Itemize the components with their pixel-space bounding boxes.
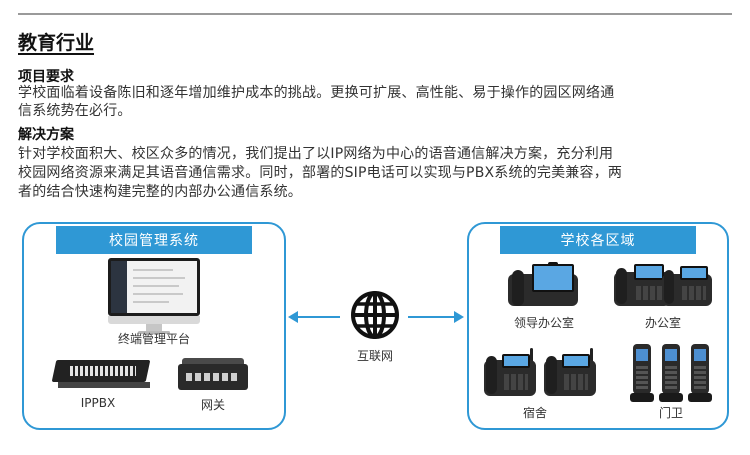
cordless-phone-icon <box>630 344 712 404</box>
campus-management-title: 校园管理系统 <box>56 226 252 254</box>
gateway-label: 网关 <box>200 398 225 412</box>
arrow-left-head-icon <box>288 311 298 323</box>
requirements-line-2: 信系统势在必行。 <box>18 103 132 119</box>
gate-label: 门卫 <box>658 406 683 420</box>
office-phone-icon <box>614 260 712 308</box>
dorm-phone-icon <box>484 348 596 398</box>
solution-line-1: 针对学校面积大、校区众多的情况，我们提出了以IP网络为中心的语音通信解决方案，充… <box>18 146 614 162</box>
requirements-heading: 项目要求 <box>18 69 74 85</box>
top-divider <box>18 13 732 15</box>
gateway-icon <box>178 358 248 390</box>
office-label: 办公室 <box>644 316 681 330</box>
ippbx-switch-icon <box>51 360 154 390</box>
arrow-right-head-icon <box>454 311 464 323</box>
dorm-label: 宿舍 <box>522 406 547 420</box>
solution-line-2: 校园网络资源来满足其语音通信需求。同时，部署的SIP电话可以实现与PBX系统的完… <box>18 165 623 181</box>
school-areas-title: 学校各区域 <box>500 226 696 254</box>
globe-icon <box>351 291 399 339</box>
page-title: 教育行业 <box>18 32 95 54</box>
monitor-icon <box>108 258 200 334</box>
video-phone-icon <box>508 262 580 308</box>
leader-office-label: 领导办公室 <box>513 316 574 330</box>
requirements-line-1: 学校面临着设备陈旧和逐年增加维护成本的挑战。更换可扩展、高性能、易于操作的园区网… <box>18 85 615 101</box>
ippbx-label: IPPBX <box>80 396 116 410</box>
solution-line-3: 者的结合快速构建完整的内部办公通信系统。 <box>18 184 302 200</box>
arrow-left-line <box>296 316 340 318</box>
terminal-management-label: 终端管理平台 <box>117 332 190 346</box>
internet-label: 互联网 <box>356 349 393 363</box>
solution-heading: 解决方案 <box>18 127 74 143</box>
arrow-right-line <box>408 316 454 318</box>
